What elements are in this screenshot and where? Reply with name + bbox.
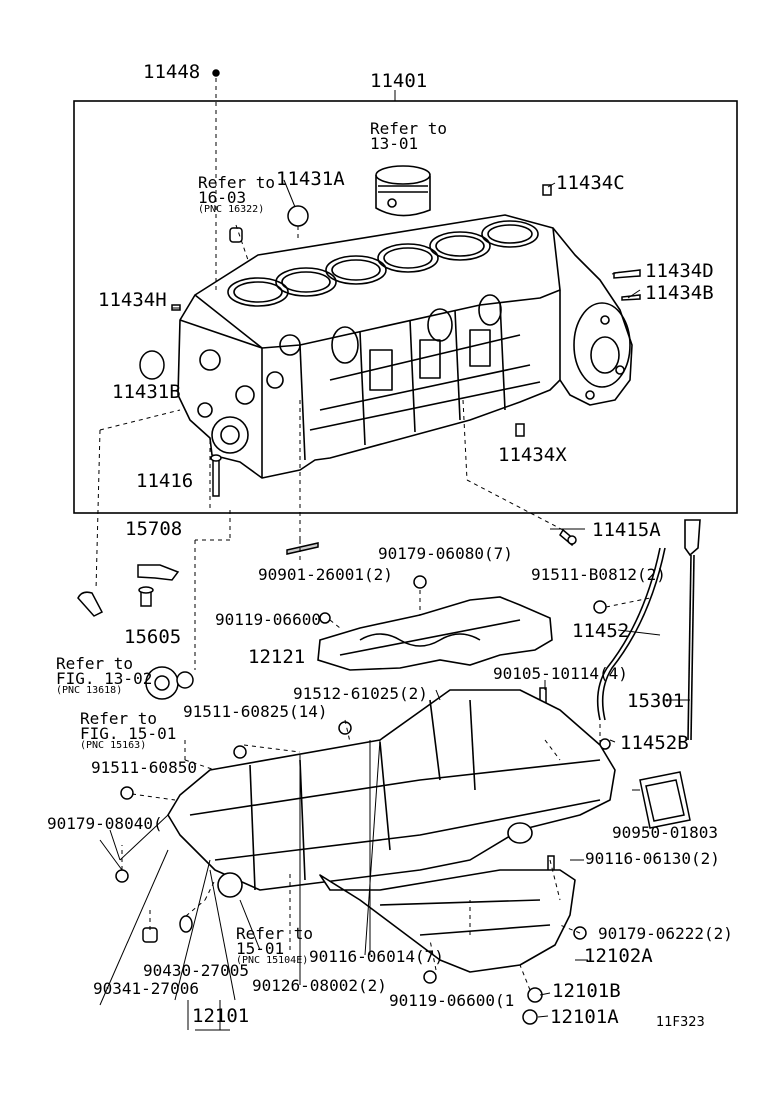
- part-90341-27006[interactable]: 90341-27006: [93, 979, 199, 998]
- ref-13-02-line1[interactable]: Refer to: [56, 654, 134, 673]
- ref-16-03-pnc: (PNC 16322): [198, 204, 265, 215]
- block-assembly-frame: [73, 100, 738, 514]
- part-90119-06600-b[interactable]: 90119-06600(1: [389, 991, 515, 1010]
- ref-15-01b-pnc: (PNC 15104E): [236, 955, 309, 966]
- part-11434C[interactable]: 11434C: [556, 172, 625, 194]
- ref-13-02-line2[interactable]: FIG. 13-02: [56, 669, 153, 688]
- diagram-code: 11F323: [656, 1015, 705, 1030]
- ref-15-01b-line1[interactable]: Refer to: [236, 924, 314, 943]
- part-90430-27005[interactable]: 90430-27005: [143, 961, 249, 980]
- part-15605[interactable]: 15605: [124, 626, 182, 648]
- part-11431B[interactable]: 11431B: [112, 381, 181, 403]
- part-91511-B0812[interactable]: 91511-B0812(2): [531, 565, 666, 584]
- cylinder-block: [177, 214, 633, 479]
- part-91511-60850[interactable]: 91511-60850: [91, 758, 197, 777]
- ref-15-01a-line1[interactable]: Refer to: [80, 709, 158, 728]
- part-90116-06014[interactable]: 90116-06014(7): [309, 947, 444, 966]
- part-12101B[interactable]: 12101B: [552, 980, 621, 1002]
- part-11448[interactable]: 11448: [143, 61, 201, 83]
- part-15708[interactable]: 15708: [125, 518, 183, 540]
- part-90126-08002[interactable]: 90126-08002(2): [252, 976, 387, 995]
- part-90179-08040[interactable]: 90179-08040(: [47, 814, 163, 833]
- part-90179-06080[interactable]: 90179-06080(7): [378, 544, 513, 563]
- part-90179-06222[interactable]: 90179-06222(2): [598, 924, 733, 943]
- block-small-parts: [139, 69, 641, 497]
- part-90950-01803[interactable]: 90950-01803: [612, 823, 718, 842]
- part-90119-06600-a[interactable]: 90119-06600: [215, 610, 321, 629]
- ref-13-01-line1[interactable]: Refer to: [370, 119, 448, 138]
- part-11434H[interactable]: 11434H: [98, 289, 167, 311]
- part-11452[interactable]: 11452: [572, 620, 630, 642]
- leader-lines: [95, 78, 651, 991]
- dipstick-and-guide: [596, 519, 701, 741]
- piston-ref-drawing: [375, 165, 431, 217]
- part-11401[interactable]: 11401: [370, 70, 428, 92]
- part-91512-61025[interactable]: 91512-61025(2): [293, 684, 428, 703]
- part-11452B[interactable]: 11452B: [620, 732, 689, 754]
- solid-leaders: [99, 179, 690, 1031]
- part-91511-60825[interactable]: 91511-60825(14): [183, 702, 328, 721]
- oil-baffle-plate: [317, 596, 553, 671]
- ref-13-02-pnc: (PNC 13618): [56, 685, 123, 696]
- part-11434D[interactable]: 11434D: [645, 260, 714, 282]
- part-15301[interactable]: 15301: [627, 690, 685, 712]
- part-90105-10114[interactable]: 90105-10114(4): [493, 664, 628, 683]
- part-90116-06130[interactable]: 90116-06130(2): [585, 849, 720, 868]
- ref-15-01a-line2[interactable]: FIG. 15-01: [80, 724, 177, 743]
- part-12101[interactable]: 12101: [192, 1005, 250, 1027]
- part-11416[interactable]: 11416: [136, 470, 194, 492]
- oil-pan: [167, 689, 616, 973]
- ref-15-01a-pnc: (PNC 15163): [80, 740, 147, 751]
- part-12102A[interactable]: 12102A: [584, 945, 653, 967]
- part-11415A[interactable]: 11415A: [592, 519, 661, 541]
- part-90901-26001[interactable]: 90901-26001(2): [258, 565, 393, 584]
- lower-small-parts: [77, 528, 691, 1025]
- part-12121[interactable]: 12121: [248, 646, 306, 668]
- ref-13-01-line2[interactable]: 13-01: [370, 134, 419, 153]
- part-11434B[interactable]: 11434B: [645, 282, 714, 304]
- part-12101A[interactable]: 12101A: [550, 1006, 619, 1028]
- ref-16-03-line2[interactable]: 16-03: [198, 188, 247, 207]
- ref-16-03-line1[interactable]: Refer to: [198, 173, 276, 192]
- part-11431A[interactable]: 11431A: [276, 168, 345, 190]
- part-11434X[interactable]: 11434X: [498, 444, 567, 466]
- ref-15-01b-line2[interactable]: 15-01: [236, 939, 285, 958]
